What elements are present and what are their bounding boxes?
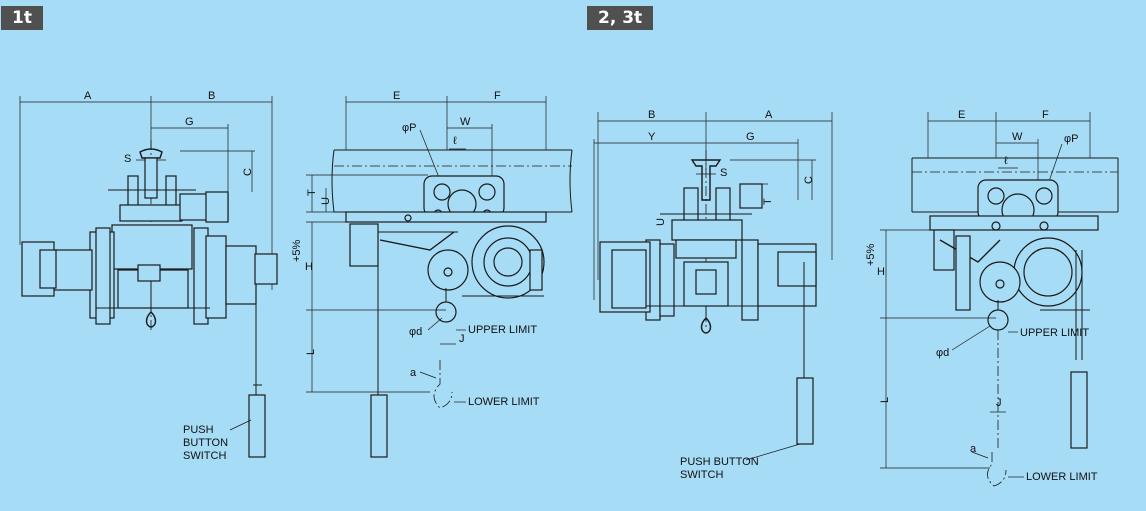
label-lower-limit-23t: LOWER LIMIT (1026, 471, 1098, 483)
dim-F: F (494, 90, 501, 102)
dim-S-23t: S (720, 167, 727, 179)
dim-G: G (185, 116, 194, 128)
dim-Y-23t: Y (648, 131, 656, 143)
label-lower-limit-1t: LOWER LIMIT (468, 396, 540, 408)
dim-T-23t: T (762, 198, 774, 205)
dim-E-23t: E (958, 109, 965, 121)
dim-L-23t: L (879, 397, 891, 403)
dim-T: T (306, 189, 318, 196)
label-push-button-23t: PUSH BUTTON (680, 456, 759, 468)
dim-C-23t: C (803, 176, 815, 184)
dim-tol-23t: +5% (865, 243, 877, 266)
dim-A: A (84, 90, 92, 102)
dim-E: E (393, 90, 400, 102)
dim-phiP-23t: φP (1064, 133, 1078, 145)
dim-L-1t: L (305, 349, 317, 355)
label-switch-1t: SWITCH (183, 450, 226, 462)
dim-l: ℓ (453, 135, 457, 147)
dim-U: U (320, 197, 332, 205)
dim-l-23t: ℓ (1004, 155, 1008, 167)
drawing-23t-front: B A Y G C S T U (593, 109, 833, 481)
drawing-1t-front: A B G C S (19, 90, 278, 462)
dim-phiP: φP (402, 122, 416, 134)
dim-phid-1t: φd (409, 326, 422, 338)
dim-W-23t: W (1012, 131, 1023, 143)
dim-H-1t: H (305, 261, 313, 273)
dim-B-23t: B (648, 109, 655, 121)
dim-tol-1t: +5% (291, 239, 303, 262)
label-switch-23t: SWITCH (680, 469, 723, 481)
dim-J-23t: J (996, 397, 1002, 409)
label-upper-limit-1t: UPPER LIMIT (468, 324, 537, 336)
dim-U-23t: U (655, 218, 667, 226)
capacity-badge-1t: 1t (1, 6, 43, 30)
label-upper-limit-23t: UPPER LIMIT (1020, 327, 1089, 339)
drawing-1t-side: E F W ℓ φP T U (291, 90, 573, 458)
dim-A-23t: A (765, 109, 773, 121)
capacity-badge-2-3t: 2, 3t (587, 6, 654, 30)
dim-H-23t: H (877, 266, 885, 278)
label-button-1t: BUTTON (183, 437, 228, 449)
dim-a-1t: a (410, 367, 417, 379)
dim-W: W (460, 116, 471, 128)
drawing-23t-side: E F W ℓ φP H (865, 109, 1119, 487)
dim-phid-23t: φd (936, 347, 949, 359)
dim-J-1t: J (459, 333, 465, 345)
dim-C: C (242, 168, 254, 176)
dim-B: B (208, 90, 215, 102)
dim-a-23t: a (970, 443, 977, 455)
label-push-1t: PUSH (183, 424, 214, 436)
dim-F-23t: F (1042, 109, 1049, 121)
dim-G-23t: G (746, 131, 755, 143)
dim-S: S (124, 153, 131, 165)
